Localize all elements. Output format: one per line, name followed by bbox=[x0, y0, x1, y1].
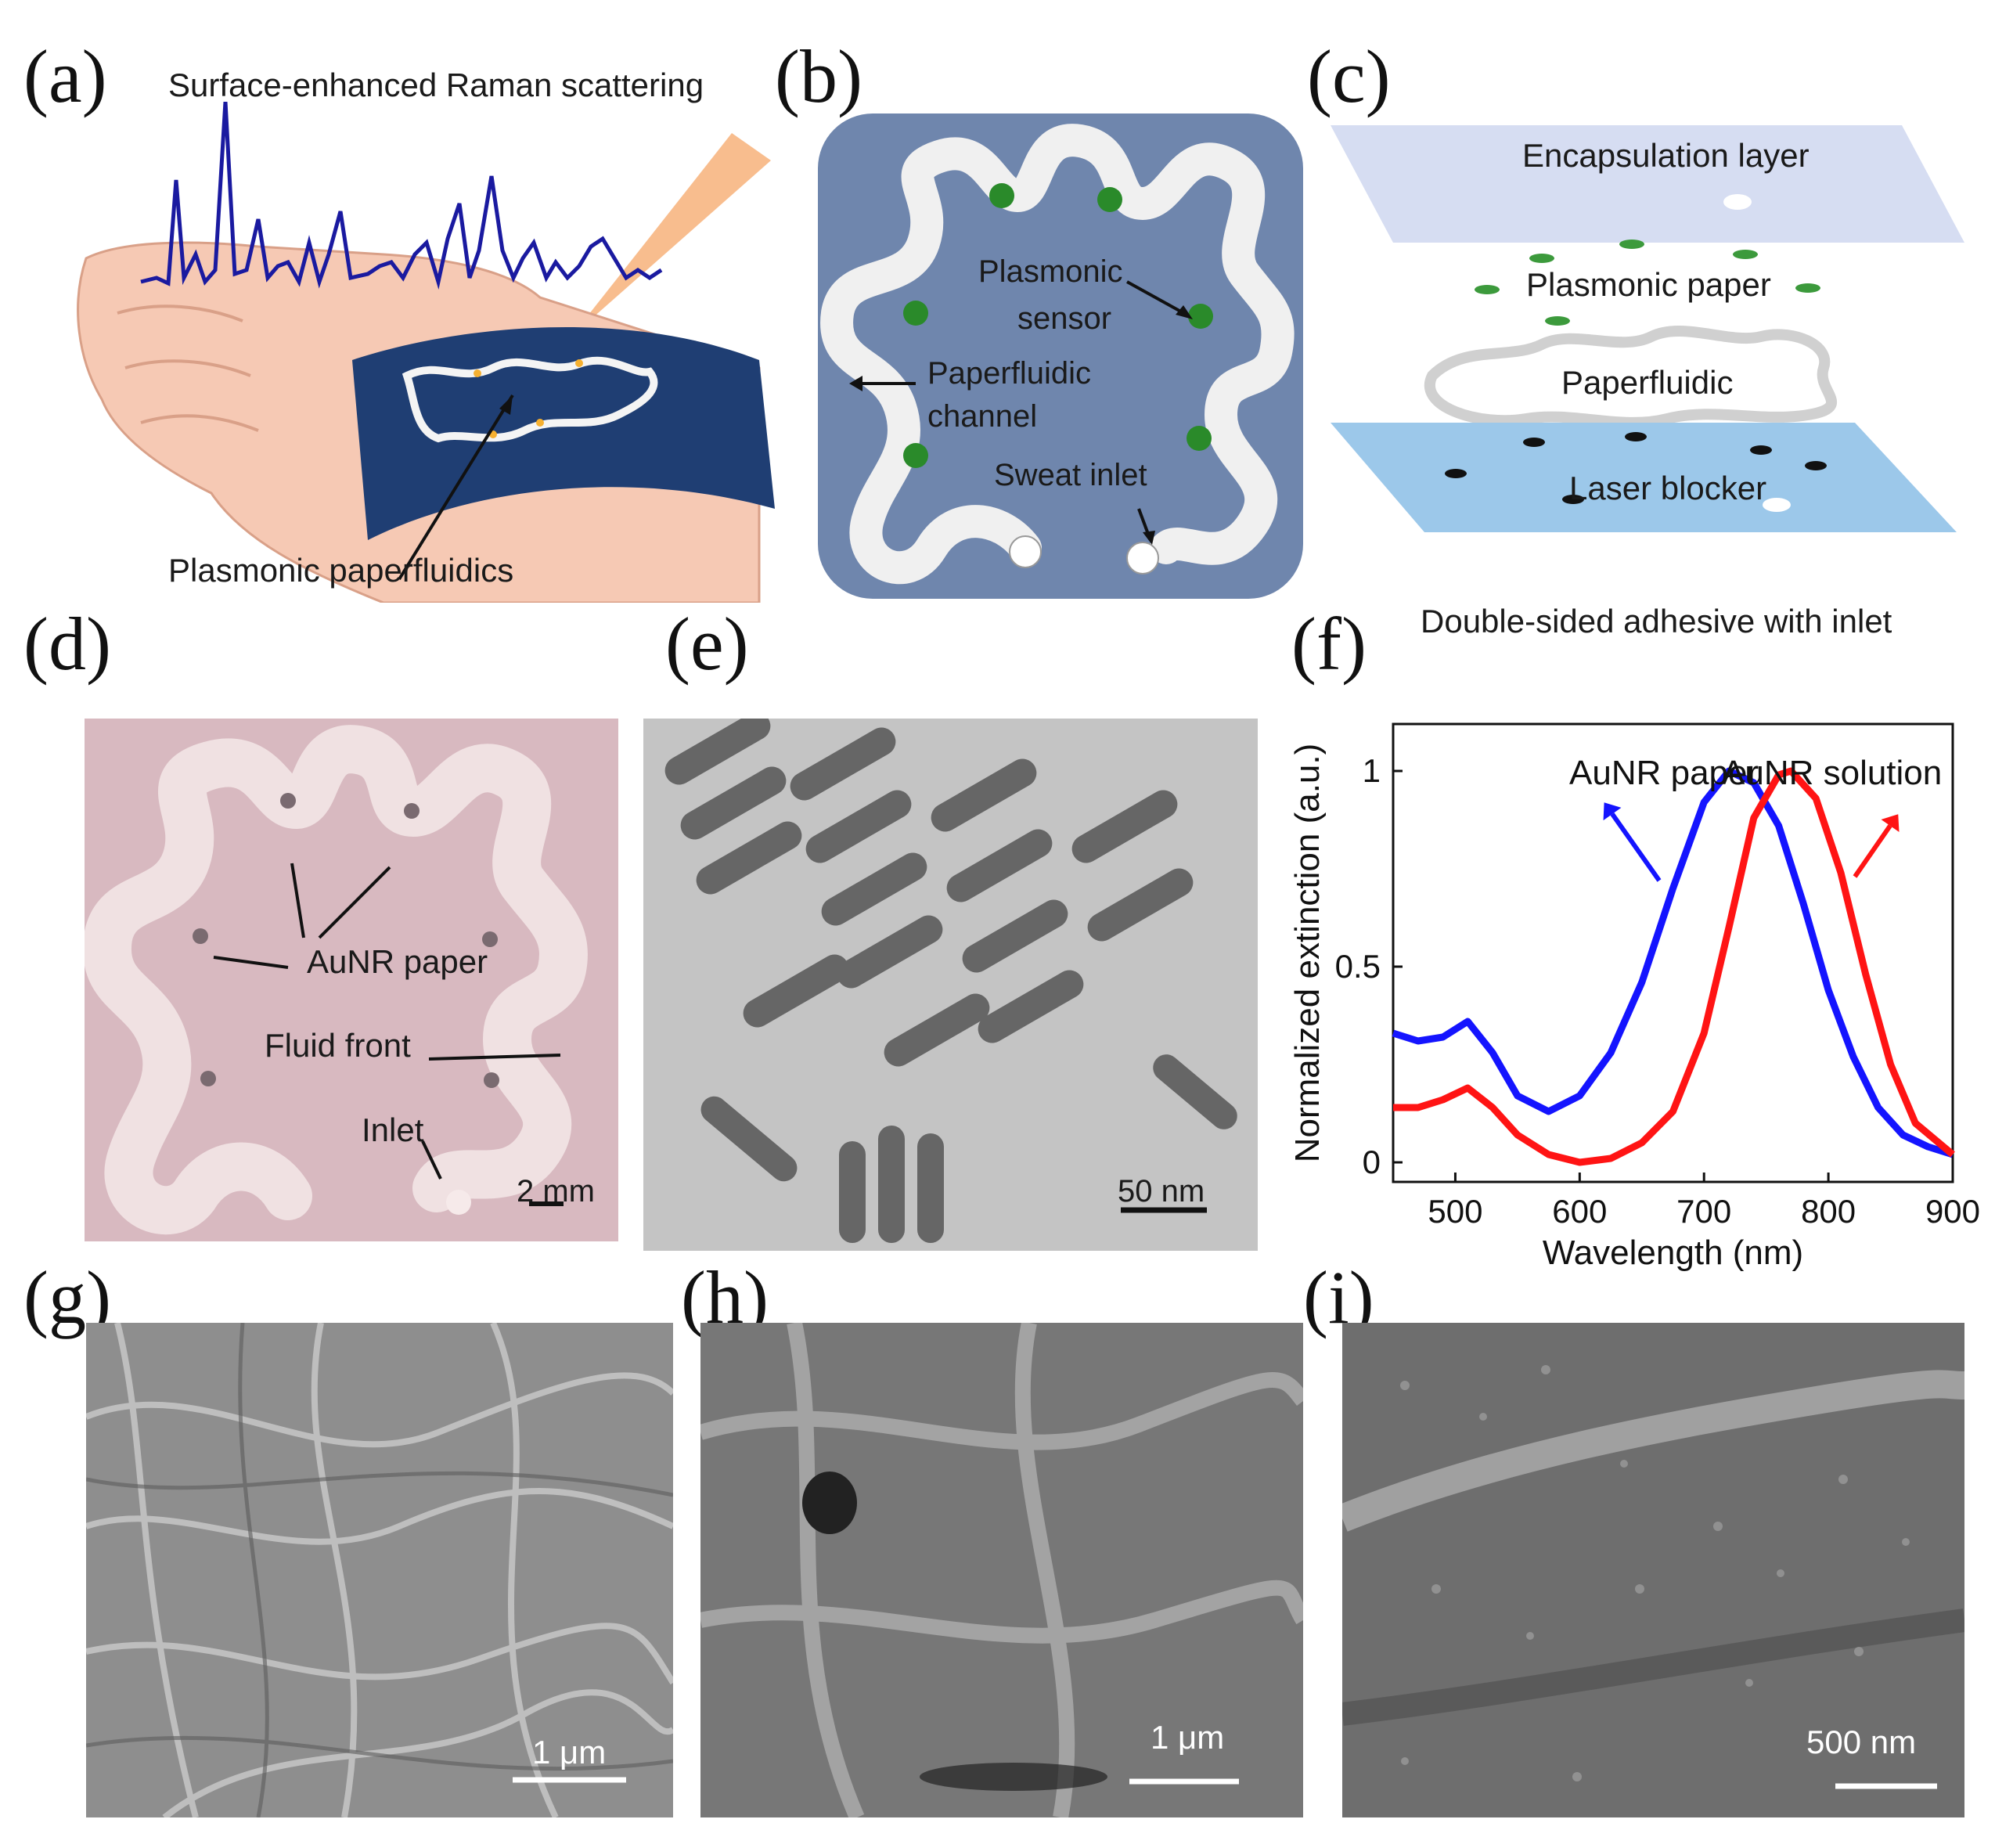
legend-label-1: AuNR solution bbox=[1722, 754, 1942, 792]
legend-arrow-1 bbox=[1853, 824, 1892, 878]
blocker-dot bbox=[1625, 432, 1647, 441]
sensor-dot bbox=[1097, 187, 1122, 212]
plasmonic-dot bbox=[1475, 285, 1500, 294]
sweat-inlet-label: Sweat inlet bbox=[994, 458, 1147, 492]
y-tick-label: 1 bbox=[1363, 752, 1381, 789]
blocker-dot bbox=[1805, 461, 1827, 470]
sensor-dot bbox=[1188, 304, 1213, 329]
panel-i-letter: (i) bbox=[1303, 1255, 1374, 1339]
plot-frame bbox=[1392, 722, 1954, 1183]
blocker-dot bbox=[1562, 495, 1584, 504]
sem-image-i bbox=[1342, 1323, 1964, 1817]
fluid-front-label: Fluid front bbox=[265, 1027, 411, 1064]
x-tick-label: 700 bbox=[1676, 1193, 1731, 1230]
panel-b-schematic bbox=[818, 113, 1303, 599]
sem-image-g bbox=[86, 1323, 673, 1817]
sensor-dot bbox=[1187, 426, 1212, 451]
device-photo bbox=[85, 719, 618, 1241]
panel-a-illustration bbox=[77, 102, 775, 603]
panel-h-letter: (h) bbox=[681, 1255, 769, 1339]
sem-fibers-g bbox=[86, 1323, 673, 1817]
paperfluidic-layer bbox=[1424, 326, 1838, 428]
plasmonic-dot bbox=[1529, 254, 1554, 263]
plasmonic-dot bbox=[1619, 240, 1644, 249]
layer-label-blocker: Laser blocker bbox=[1569, 470, 1767, 506]
sensor-dot bbox=[903, 301, 928, 326]
plasmonic-dot bbox=[1795, 283, 1820, 293]
panel-a-letter: (a) bbox=[23, 34, 107, 118]
panel-d-letter: (d) bbox=[23, 602, 111, 686]
layer-label-adhesive: Double-sided adhesive with inlet bbox=[1421, 603, 1892, 639]
panel-e-letter: (e) bbox=[665, 602, 749, 686]
plasmonic-dot bbox=[1733, 250, 1758, 259]
x-axis-label: Wavelength (nm) bbox=[1543, 1234, 1803, 1272]
y-tick-label: 0.5 bbox=[1335, 948, 1381, 985]
x-tick-label: 900 bbox=[1925, 1193, 1980, 1230]
encapsulation-layer bbox=[1331, 125, 1964, 243]
x-tick-label: 800 bbox=[1801, 1193, 1856, 1230]
tem-image bbox=[643, 719, 1258, 1251]
panel-b-letter: (b) bbox=[775, 34, 862, 118]
sem-fibers-h bbox=[700, 1323, 1303, 1817]
scale-label-h: 1 μm bbox=[1151, 1719, 1225, 1756]
sem-image-h bbox=[700, 1323, 1303, 1817]
sensor-label-1: Plasmonic bbox=[978, 254, 1123, 289]
legend-arrowhead-0 bbox=[1603, 802, 1622, 821]
scale-label-e: 50 nm bbox=[1118, 1174, 1205, 1209]
layer-label-encapsulation: Encapsulation layer bbox=[1522, 137, 1810, 174]
paperfluidic-channel bbox=[820, 124, 1295, 585]
x-tick-label: 500 bbox=[1428, 1193, 1482, 1230]
blocker-dot bbox=[1445, 469, 1467, 478]
plasmonic-dot bbox=[1545, 316, 1570, 326]
blocker-dot bbox=[1750, 445, 1772, 455]
aunr-paper-label: AuNR paper bbox=[307, 943, 488, 980]
panel-c-layer-stack bbox=[1331, 125, 1964, 532]
x-tick-label: 600 bbox=[1552, 1193, 1607, 1230]
scale-label-g: 1 μm bbox=[532, 1734, 607, 1771]
channel-label-2: channel bbox=[927, 399, 1038, 434]
y-tick-label: 0 bbox=[1363, 1144, 1381, 1180]
blocker-dot bbox=[1523, 438, 1545, 447]
channel-label-1: Paperfluidic bbox=[927, 356, 1092, 391]
sensor-dot bbox=[989, 183, 1014, 208]
legend-label-0: AuNR paper bbox=[1569, 754, 1759, 792]
sem-surface-i bbox=[1342, 1365, 1964, 1789]
scale-label-i: 500 nm bbox=[1806, 1724, 1917, 1760]
laser-beam bbox=[571, 133, 771, 337]
tem-nanorods bbox=[664, 719, 1237, 1243]
series-line-1 bbox=[1393, 767, 1955, 1166]
inlet-label: Inlet bbox=[362, 1111, 424, 1148]
panel-c-letter: (c) bbox=[1307, 34, 1391, 118]
laser-blocker-layer bbox=[1331, 423, 1957, 532]
legend-arrowhead-1 bbox=[1881, 814, 1900, 832]
inlet-hole bbox=[1126, 542, 1159, 575]
series-line-0 bbox=[1392, 767, 1954, 1158]
y-axis-label: Normalized extinction (a.u.) bbox=[1288, 744, 1327, 1163]
scale-label-d: 2 mm bbox=[517, 1174, 595, 1209]
inlet-hole bbox=[1009, 535, 1042, 568]
sensor-label-2: sensor bbox=[1017, 301, 1112, 336]
pointer-arrow bbox=[398, 394, 514, 581]
layer-label-paperfluidic: Paperfluidic bbox=[1561, 364, 1734, 401]
panel-f-letter: (f) bbox=[1291, 602, 1367, 686]
panel-g-letter: (g) bbox=[23, 1255, 111, 1339]
layer-label-plasmonic: Plasmonic paper bbox=[1526, 266, 1771, 303]
device-label: Plasmonic paperfluidics bbox=[168, 552, 514, 589]
raman-spectrum bbox=[140, 102, 663, 290]
device-photo-channel bbox=[85, 725, 588, 1235]
legend-arrow-0 bbox=[1610, 812, 1662, 882]
sensor-dot bbox=[903, 443, 928, 468]
raman-title: Surface-enhanced Raman scattering bbox=[168, 67, 704, 103]
